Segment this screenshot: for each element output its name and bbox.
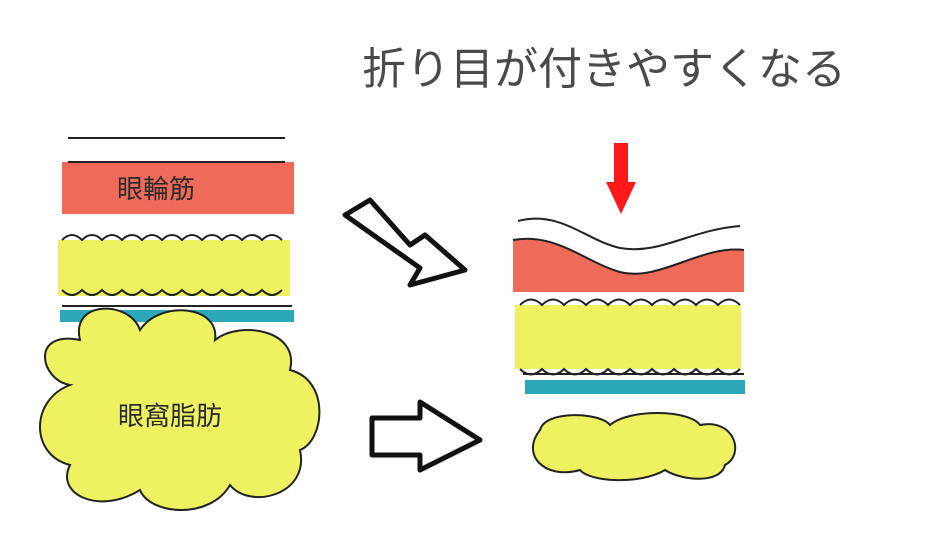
normal-layers: 眼輪筋 眼窩脂肪: [39, 137, 321, 511]
folded-layers: [512, 143, 745, 482]
orbital-fat-label: 眼窩脂肪: [118, 402, 222, 432]
fat-layer: [58, 234, 290, 296]
skin-line: [517, 217, 741, 251]
muscle-label: 眼輪筋: [117, 175, 195, 205]
diagram-title: 折り目が付きやすくなる: [362, 44, 846, 95]
muscle-band: [512, 237, 745, 292]
muscle-band: 眼輪筋: [62, 161, 294, 214]
down-arrow-icon: [606, 143, 636, 214]
membrane-layer: [523, 373, 745, 394]
fat-layer: [515, 298, 741, 376]
right-arrow-icon: [342, 197, 468, 288]
right-arrow-icon: [369, 399, 483, 473]
orbital-fat-blob: [531, 412, 737, 482]
orbital-fat-blob: 眼窩脂肪: [39, 307, 321, 511]
